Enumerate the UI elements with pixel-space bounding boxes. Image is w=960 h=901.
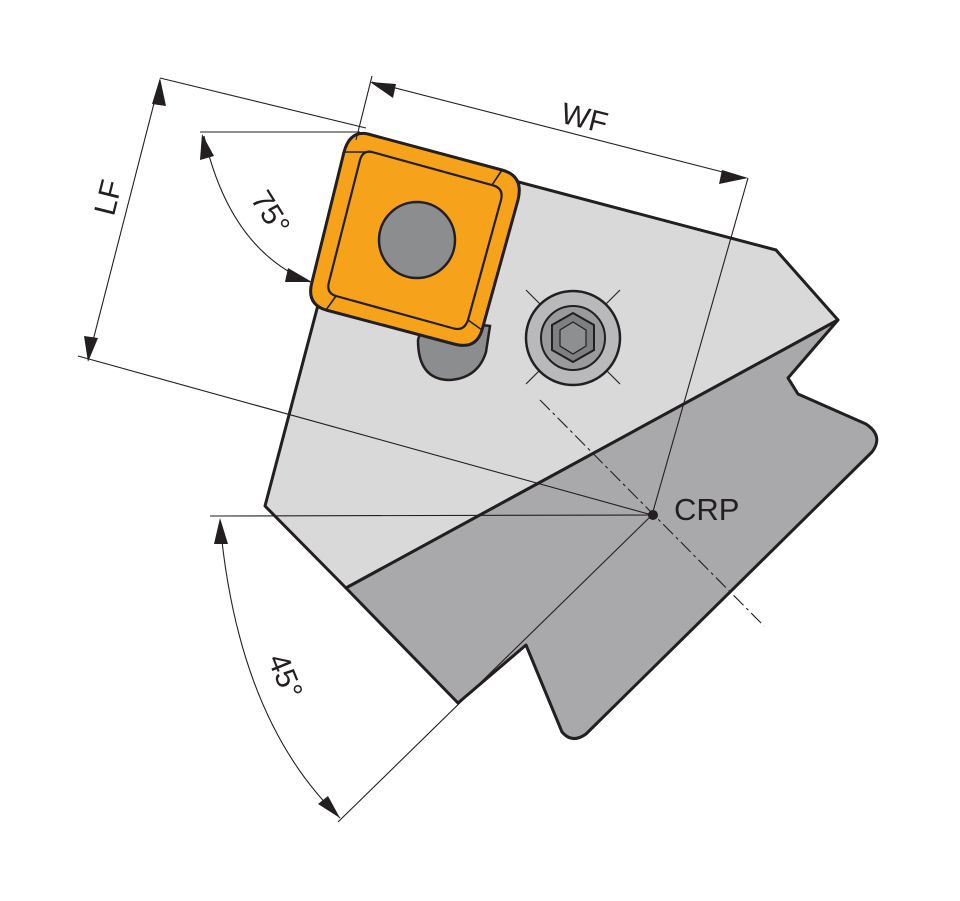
torx-screw-icon — [524, 289, 622, 387]
dimension-lines — [77, 75, 765, 823]
insert-hole-icon — [377, 200, 457, 280]
label-angle-45: 45° — [261, 649, 309, 703]
holder-lower-shank — [344, 318, 879, 740]
label-angle-75: 75° — [244, 185, 296, 241]
label-lf: LF — [89, 177, 129, 219]
crp-point — [648, 510, 658, 520]
label-wf: WF — [558, 97, 611, 140]
cutting-insert — [309, 131, 521, 347]
label-crp: CRP — [674, 492, 739, 527]
dimension-arrows — [84, 78, 748, 818]
